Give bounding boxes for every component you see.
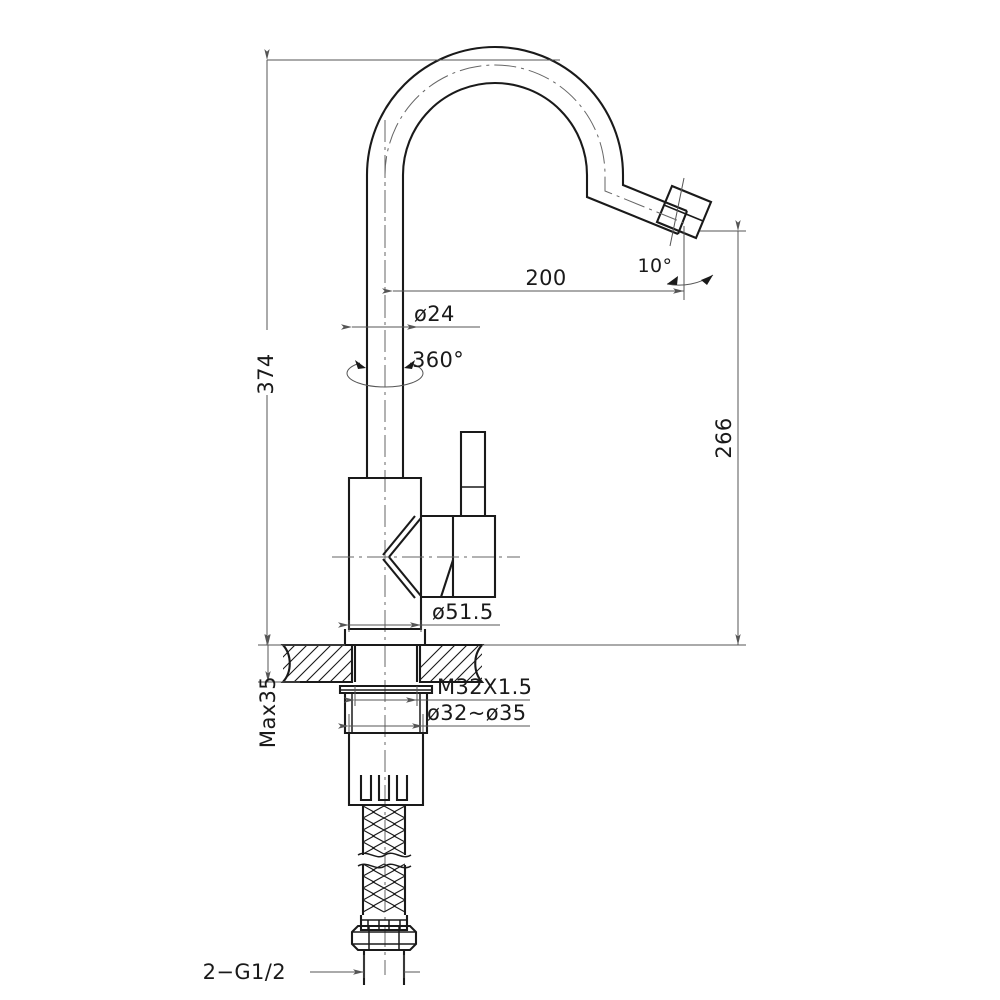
label-spout-height: 266 — [712, 417, 736, 458]
threaded-shank — [338, 684, 434, 775]
dim-thread: M32X1.5 — [344, 675, 532, 706]
label-counter-thickness: Max35 — [256, 676, 280, 748]
dim-outlet-angle: 10° — [638, 255, 714, 286]
hose-connector — [350, 915, 418, 985]
spout-aerator — [655, 177, 713, 247]
hatch-left — [283, 645, 352, 682]
label-body-diameter: ø51.5 — [432, 600, 494, 624]
dim-tube-diameter: ø24 — [341, 302, 480, 330]
label-inlet-thread: 2−G1/2 — [203, 960, 286, 984]
dim-hole-diameter: ø32~ø35 — [338, 701, 530, 732]
break-symbol — [357, 852, 412, 869]
dim-spout-reach: 200 — [382, 226, 685, 300]
label-outlet-angle: 10° — [638, 255, 673, 277]
slotted-bracket — [347, 775, 425, 807]
hatch-right — [420, 645, 482, 682]
spout-centerline — [384, 64, 685, 318]
dim-body-diameter: ø51.5 — [338, 600, 500, 632]
label-total-height: 374 — [254, 353, 278, 394]
dim-counter-thickness: Max35 — [256, 634, 300, 748]
dim-total-height: 374 — [254, 49, 560, 646]
label-thread: M32X1.5 — [437, 675, 532, 699]
rotation-indicator: 360° — [346, 348, 464, 388]
dim-spout-height: 266 — [482, 220, 746, 646]
braid-texture-top — [363, 805, 405, 855]
braid-texture-bottom — [363, 863, 405, 913]
shank-through-counter — [353, 645, 419, 682]
handle-lever — [459, 430, 487, 518]
label-tube-diameter: ø24 — [414, 302, 455, 326]
braided-hose — [357, 805, 412, 915]
label-rotation: 360° — [412, 348, 464, 372]
base-escutcheon — [343, 629, 427, 647]
label-hole-diameter: ø32~ø35 — [427, 701, 527, 725]
countertop-section — [280, 643, 485, 684]
dim-inlet-thread: 2−G1/2 — [203, 955, 420, 984]
label-spout-reach: 200 — [525, 266, 566, 290]
